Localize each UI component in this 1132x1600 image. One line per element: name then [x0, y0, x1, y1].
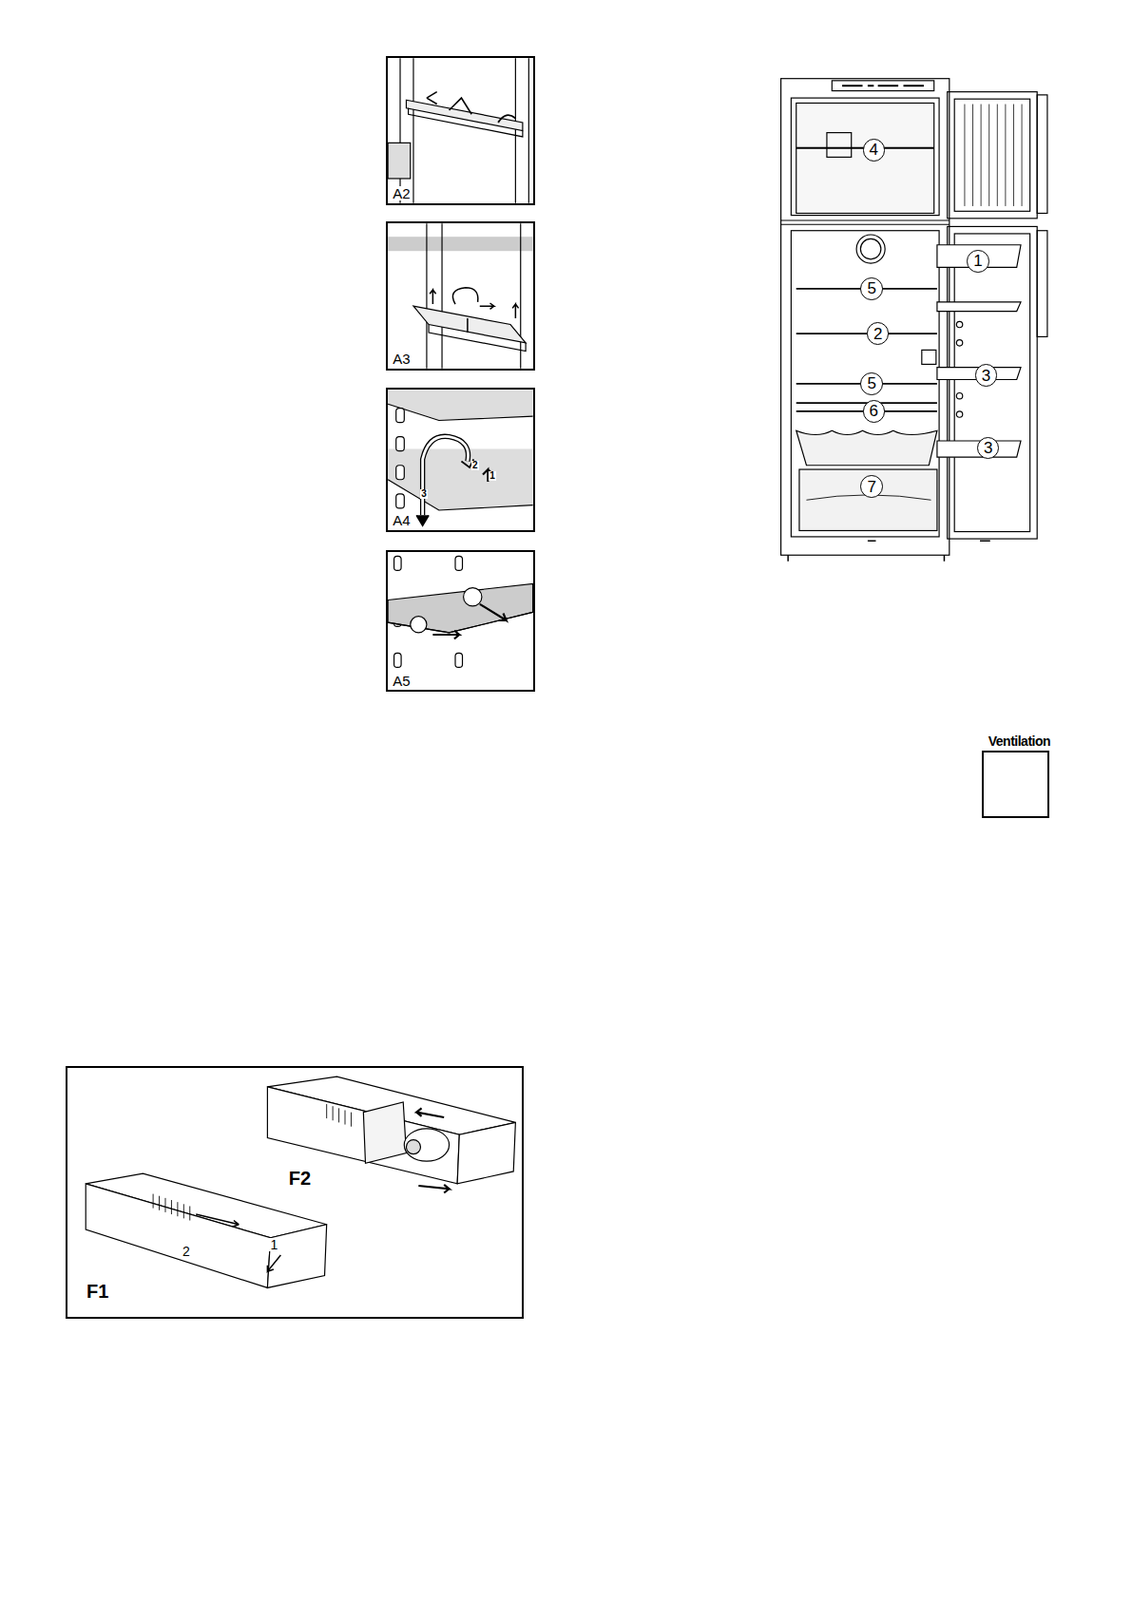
glass-shelf-sketch: [387, 389, 534, 526]
step-number: 3: [420, 489, 428, 499]
lamp-cover-sketch: [85, 1076, 516, 1288]
fridge-illustration: [781, 78, 1048, 562]
figure-label: A4: [391, 513, 411, 528]
callout-circle: 5: [860, 372, 883, 396]
callout-circle: 6: [863, 400, 886, 423]
door-shelf-sketch: [387, 57, 529, 204]
callout-circle: 3: [977, 437, 1000, 461]
step-number: 2: [471, 460, 480, 471]
callout-circle: 2: [866, 322, 890, 346]
callout-number: 4: [869, 141, 879, 158]
figure-label: F2: [287, 1169, 312, 1189]
figure-panel: F2 1 2F1: [65, 1066, 524, 1319]
symbol-box: Ventilation: [981, 750, 1050, 819]
callout-number: 5: [866, 375, 876, 392]
figure-label: A2: [391, 186, 411, 201]
step-number: 1: [268, 1238, 279, 1252]
callout-circle: 1: [966, 249, 990, 273]
figure-panel: A5: [385, 550, 536, 692]
callout-circle: 4: [863, 138, 886, 162]
callout-number: 3: [983, 440, 993, 457]
step-number: 2: [181, 1245, 192, 1259]
callout-number: 5: [866, 280, 876, 297]
callout-number: 7: [866, 479, 876, 496]
callout-circle: 3: [975, 364, 998, 387]
callout-number: 2: [873, 326, 883, 343]
figure-label: F1: [85, 1282, 110, 1302]
figure-panel: A3: [385, 221, 536, 371]
callout-number: 3: [981, 367, 991, 384]
figure-panel: A4 12 3: [385, 387, 536, 532]
glass-shelf-sketch: [387, 556, 534, 668]
figure-label: A5: [391, 673, 411, 689]
door-shelf-sketch: [387, 223, 534, 369]
figure-label: A3: [391, 351, 411, 366]
step-number: 1: [488, 471, 497, 481]
callout-number: 1: [973, 252, 982, 269]
figure-panel: A2: [385, 56, 536, 206]
callout-circle: 7: [860, 475, 883, 499]
callout-circle: 5: [860, 277, 883, 301]
callout-number: 6: [869, 402, 879, 420]
section-heading: Ventilation: [988, 734, 1051, 749]
